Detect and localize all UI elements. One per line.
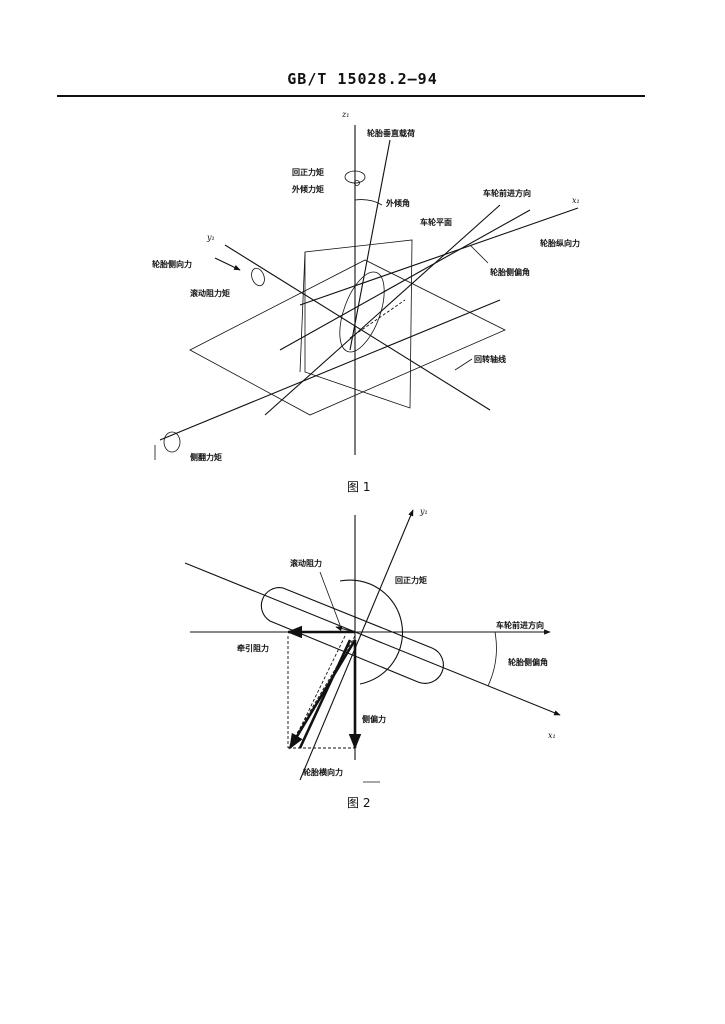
label-tire-vertical-load: 轮胎垂直载荷 xyxy=(367,128,415,138)
label-rolling-resistance-moment: 滚动阻力矩 xyxy=(190,288,230,298)
label-camber-angle: 外倾角 xyxy=(386,198,410,208)
slip-arc xyxy=(469,244,489,264)
label-tire-longitudinal-force: 轮胎纵向力 xyxy=(540,238,580,248)
fig1-x-axis: x₁ xyxy=(572,196,580,205)
figure-2: y₁ x₁ 滚动阻力 回正力矩 车轮前进方向 牵引阻力 轮胎侧偏角 侧偏力 轮胎… xyxy=(184,507,561,810)
resultant-force-arrow xyxy=(288,639,357,750)
label-wheel-heading: 车轮前进方向 xyxy=(483,188,531,198)
label-overturning-moment: 外倾力矩 xyxy=(292,184,324,194)
camber-line xyxy=(349,139,391,351)
longitudinal-line xyxy=(279,209,531,351)
label-traction-resistance: 牵引阻力 xyxy=(237,643,269,653)
label-overturning-torque: 侧翻力矩 xyxy=(190,452,222,462)
fig1-y-axis: y₁ xyxy=(206,233,215,242)
wheel-plane xyxy=(304,239,413,409)
fig2-x-axis-line xyxy=(184,562,561,716)
label-tire-lateral-force: 轮胎侧向力 xyxy=(152,259,192,269)
fig2-y-axis-line xyxy=(299,509,414,781)
figure1-caption: 图 1 xyxy=(347,480,370,494)
rolling-resistance-arrow xyxy=(335,625,356,633)
fig1-z-axis: z₁ xyxy=(341,110,349,119)
figure2-caption: 图 2 xyxy=(347,796,370,810)
label-slip-angle-fig2: 轮胎侧偏角 xyxy=(508,657,548,667)
aligning-torque-symbol xyxy=(344,170,366,184)
label-spin-axis: 回转轴线 xyxy=(474,354,506,364)
aligning-torque-arc xyxy=(339,579,403,685)
label-tire-lateral-force-fig2: 轮胎横向力 xyxy=(303,767,343,777)
figure-1: z₁ x₁ y₁ 轮胎垂直载荷 回正力矩 外倾力矩 外倾角 车轮前进方向 车轮平… xyxy=(152,110,580,494)
ground-plane xyxy=(189,259,506,416)
label-slip-angle: 轮胎侧偏角 xyxy=(490,267,530,277)
y-axis-line xyxy=(224,244,491,411)
label-wheel-heading-fig2: 车轮前进方向 xyxy=(496,620,544,630)
tire-outline xyxy=(260,587,444,684)
label-lateral-force: 侧偏力 xyxy=(362,714,386,724)
label-rolling-resistance: 滚动阻力 xyxy=(290,558,322,568)
fig2-slip-arc xyxy=(487,631,497,687)
standard-number: GB/T 15028.2—94 xyxy=(287,70,438,88)
label-wheel-plane: 车轮平面 xyxy=(420,217,452,227)
fig2-x-axis: x₁ xyxy=(548,731,556,740)
heading-line xyxy=(264,204,501,416)
header-rule xyxy=(57,95,645,97)
spin-axis-line xyxy=(159,299,501,441)
label-aligning-torque: 回正力矩 xyxy=(292,167,324,177)
camber-arc xyxy=(354,199,383,206)
overturning-moment-symbol xyxy=(163,431,181,453)
fig2-y-axis: y₁ xyxy=(419,507,428,516)
lateral-force-arrow xyxy=(214,257,241,271)
rolling-moment-symbol xyxy=(251,267,265,287)
x-axis-line xyxy=(299,207,579,306)
label-aligning-torque-fig2: 回正力矩 xyxy=(395,575,427,585)
